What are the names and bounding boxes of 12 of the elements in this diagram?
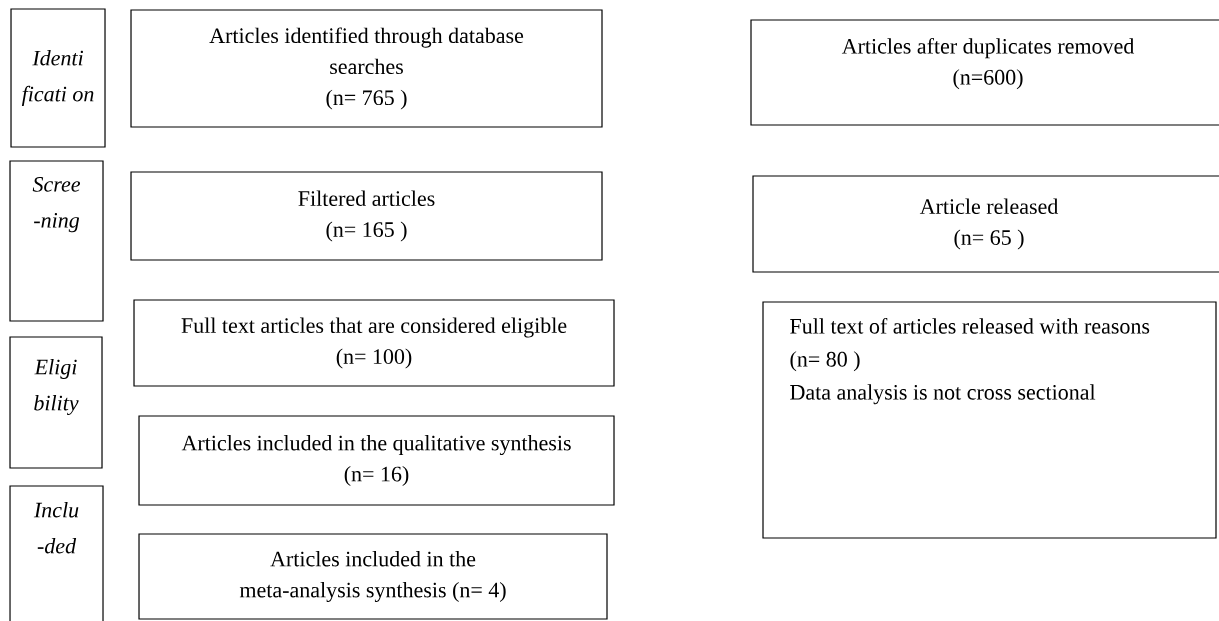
phase-box: Eligi bility <box>9 336 103 469</box>
process-box: Article released (n= 65 ) <box>752 175 1219 273</box>
phase-box: Identi ficati on <box>10 8 106 148</box>
process-box: Filtered articles (n= 165 ) <box>130 171 603 261</box>
process-box: Articles identified through database searches (n= 765 ) <box>130 9 603 128</box>
process-box: Articles included in the qualitative synthesis (n= 16) <box>138 415 615 506</box>
process-box: Full text articles that are considered eligible (n= 100) <box>133 299 615 387</box>
phase-box: Inclu -ded <box>9 485 104 621</box>
process-box: Full text of articles released with reasons (n= 80 ) Data analysis is not cross sectional <box>762 301 1217 539</box>
process-box: Articles after duplicates removed (n=600) <box>750 19 1219 126</box>
phase-box: Scree -ning <box>9 160 104 322</box>
process-box: Articles included in the meta-analysis synthesis (n= 4) <box>138 533 608 620</box>
